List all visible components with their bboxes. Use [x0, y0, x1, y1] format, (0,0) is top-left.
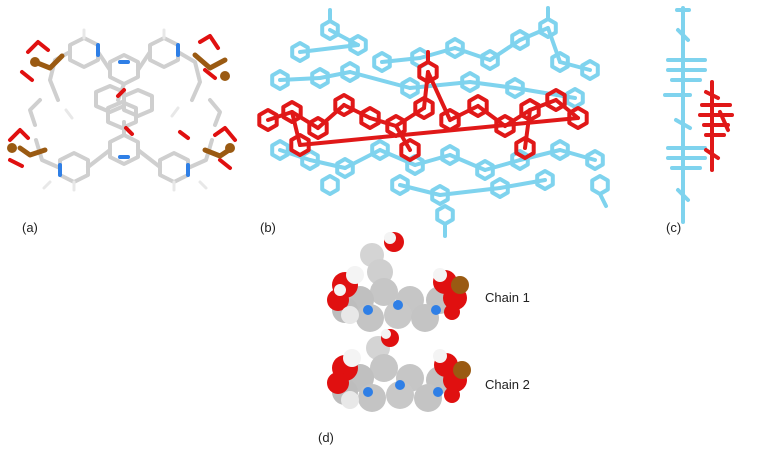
bond-stick [413, 153, 452, 167]
ring-stick [585, 149, 605, 171]
bond-stick [418, 46, 457, 60]
bond-stick [468, 80, 517, 90]
ring-stick [538, 17, 558, 39]
panel-a-structure [7, 28, 237, 192]
bond-stick [448, 104, 480, 122]
panel-d-structure [327, 232, 471, 412]
bond-stick [316, 103, 346, 130]
panel-d-label: (d) [318, 430, 334, 445]
bond-stick [290, 110, 320, 130]
ring-stick [460, 71, 480, 93]
bond-stick [398, 183, 442, 197]
bond-stick [438, 186, 502, 197]
ring-stick [372, 51, 392, 73]
bond-stick [554, 98, 580, 120]
ring-stick [580, 59, 600, 81]
bond-stick [422, 70, 430, 110]
ring-stick [550, 139, 570, 161]
ring-stick [400, 77, 420, 99]
bond-stick [558, 148, 597, 162]
ring-stick [550, 51, 570, 73]
chain-1-model [327, 232, 469, 332]
ring-stick [440, 144, 460, 166]
ring-stick [340, 61, 360, 83]
bond-stick [378, 148, 417, 167]
bond-stick [408, 80, 472, 90]
bond-stick [453, 46, 492, 62]
ring-stick [289, 133, 311, 157]
ring-stick [545, 88, 567, 112]
ring-stick [467, 94, 489, 118]
ring-stick [490, 177, 510, 199]
bond-stick [483, 158, 522, 172]
panel-a-label: (a) [22, 220, 38, 235]
bond-stick [278, 76, 322, 82]
ring-stick [413, 96, 435, 120]
bond-stick [343, 148, 382, 170]
ring-stick [310, 67, 330, 89]
bond-stick [518, 26, 550, 42]
ring-stick [370, 139, 390, 161]
ring-stick [514, 136, 536, 160]
bond-stick [318, 70, 352, 80]
ring-stick [390, 174, 410, 196]
bond-stick [598, 192, 608, 208]
panel-c-label: (c) [666, 220, 681, 235]
panel-b-label: (b) [260, 220, 276, 235]
bond-stick [290, 110, 302, 147]
ring-stick [399, 138, 421, 162]
bond-stick [558, 60, 592, 72]
chain-2-label: Chain 2 [485, 377, 530, 392]
bond-stick [546, 26, 562, 64]
bond-stick [308, 158, 347, 170]
ring-stick [290, 41, 310, 63]
bond-stick [380, 56, 422, 64]
bond-stick [368, 116, 398, 128]
ring-stick [535, 169, 555, 191]
bond-stick [498, 178, 547, 190]
chain-1-label: Chain 1 [485, 290, 530, 305]
bond-stick [448, 153, 487, 172]
red-chain [257, 50, 589, 162]
ring-stick [565, 87, 585, 109]
bond-stick [298, 43, 360, 54]
ring-stick [435, 204, 455, 226]
ring-stick [281, 100, 303, 124]
bond-stick [348, 70, 412, 90]
bond-stick [328, 28, 360, 47]
bond-stick [342, 103, 372, 120]
panel-b-structure [257, 6, 610, 238]
ring-stick [270, 69, 290, 91]
ring-stick [505, 77, 525, 99]
bond-stick [394, 106, 426, 128]
ring-stick [430, 184, 450, 206]
bond-stick [488, 38, 522, 62]
ring-stick [270, 139, 290, 161]
panel-c-structure [663, 6, 734, 224]
bond-stick [476, 104, 507, 128]
chain-2-model [327, 329, 471, 412]
bond-stick [266, 110, 294, 122]
bond-stick [278, 148, 312, 162]
ring-stick [320, 19, 340, 41]
bond-stick [523, 108, 532, 150]
ring-stick [320, 174, 340, 196]
ring-stick [590, 174, 610, 196]
bond-stick [528, 98, 558, 112]
ring-stick [333, 93, 355, 117]
ring-stick [445, 37, 465, 59]
bond-stick [298, 116, 580, 147]
bond-stick [426, 70, 452, 122]
bond-stick [394, 124, 412, 152]
